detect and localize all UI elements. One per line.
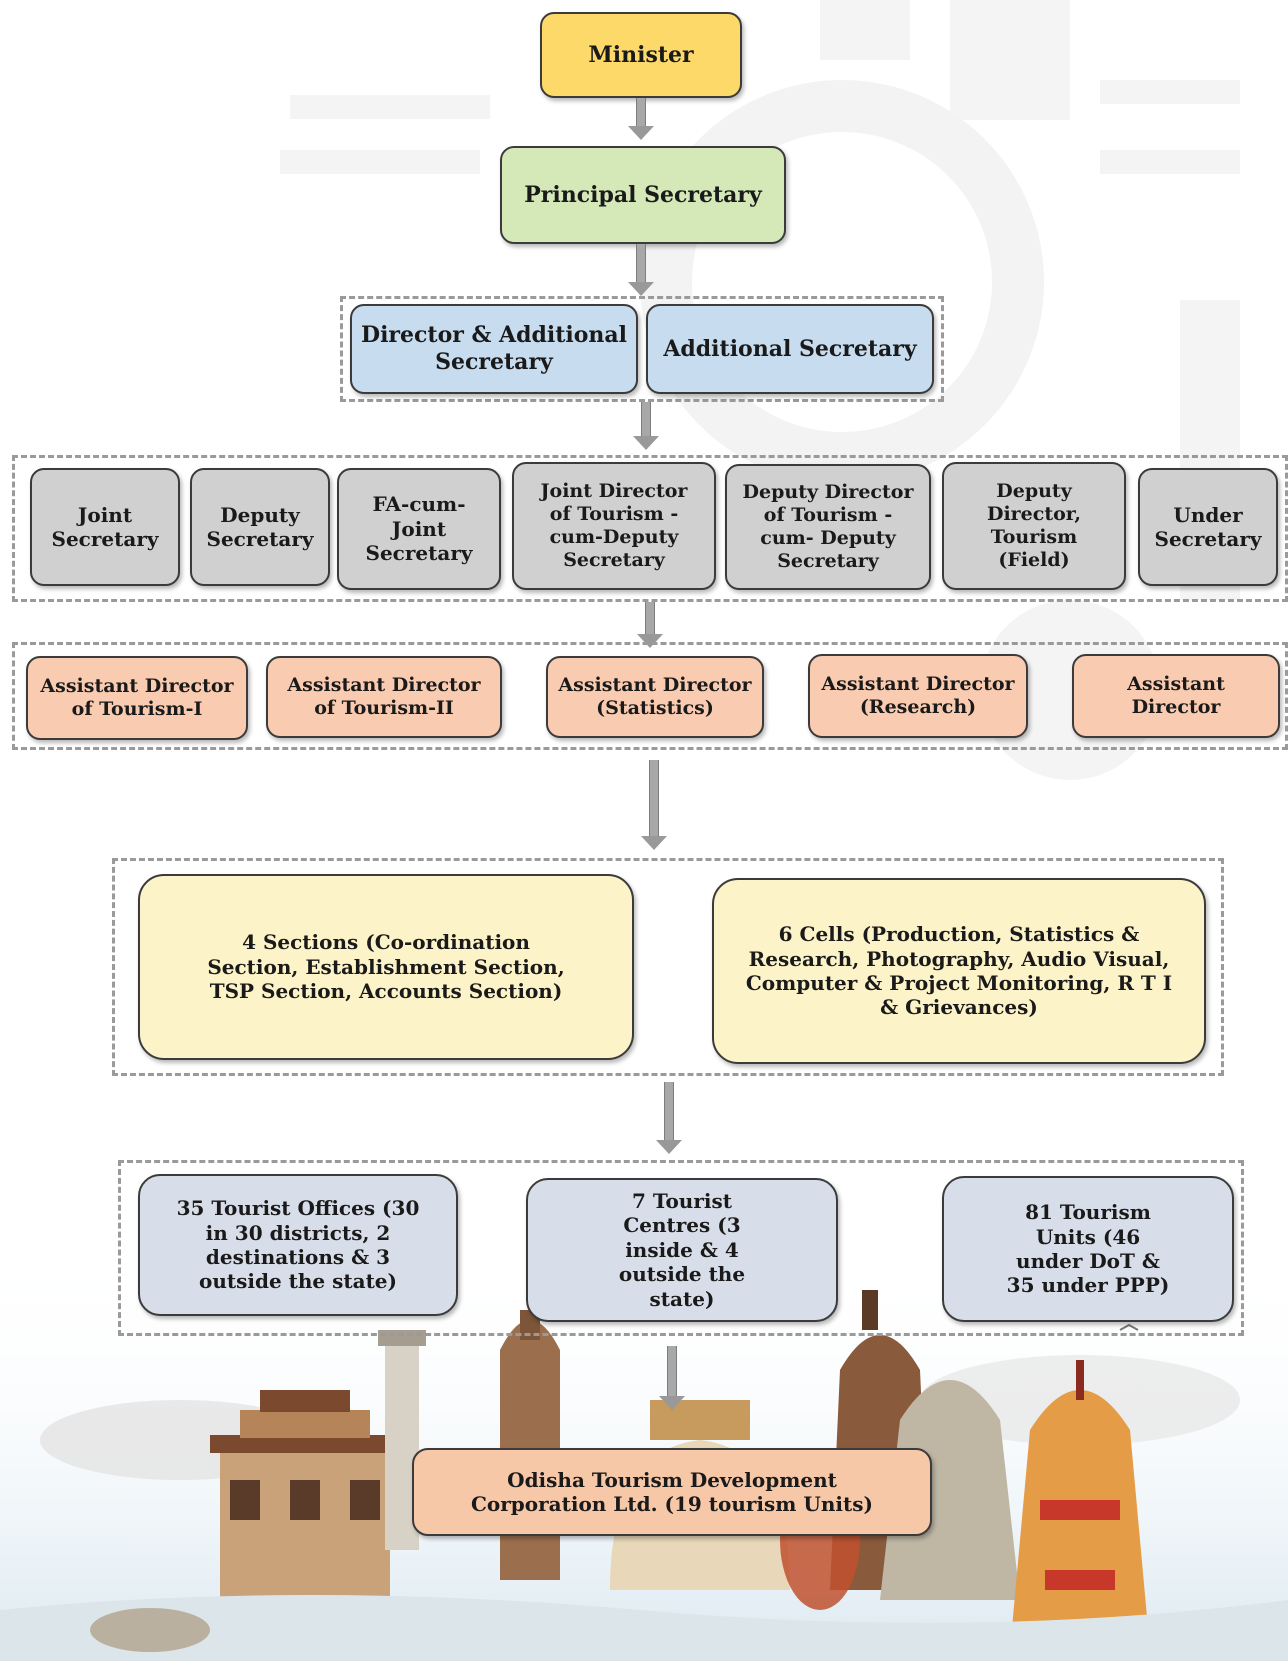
additional-secretary-box: Additional Secretary — [646, 304, 934, 394]
fa-cum-joint-secretary-box: FA-cum-Joint Secretary — [337, 468, 501, 590]
deputy-director-deputy-secretary-box: Deputy Director of Tourism -cum- Deputy … — [725, 464, 931, 590]
deputy-secretary-box: Deputy Secretary — [190, 468, 330, 586]
connector-arrow — [628, 98, 654, 140]
assistant-directors-group — [12, 642, 1288, 750]
assistant-director-label: Assistant Director — [1127, 672, 1225, 718]
otdc-label: Odisha Tourism Development Corporation L… — [471, 1467, 873, 1516]
assistant-director-label: Assistant Director (Research) — [821, 672, 1015, 718]
directors-group — [340, 296, 944, 402]
assistant-director-tourism-1-box: Assistant Director of Tourism-I — [26, 656, 248, 740]
director-label: Director & Additional Secretary — [360, 322, 628, 375]
principal-secretary-label: Principal Secretary — [524, 181, 762, 208]
field-label: 81 Tourism Units (46 under DoT & 35 unde… — [1006, 1200, 1170, 1298]
joint-secretary-box: Joint Secretary — [30, 468, 180, 586]
sections-box: 4 Sections (Co-ordination Section, Estab… — [138, 874, 634, 1060]
tourist-offices-box: 35 Tourist Offices (30 in 30 districts, … — [138, 1174, 458, 1316]
sections-label: 4 Sections (Co-ordination Section, Estab… — [207, 930, 565, 1004]
deputy-director-field-box: Deputy Director, Tourism (Field) — [942, 462, 1126, 590]
connector-arrow — [633, 402, 659, 450]
field-offices-group — [118, 1160, 1244, 1336]
director-additional-secretary-box: Director & Additional Secretary — [350, 304, 638, 394]
director-label: Additional Secretary — [663, 335, 917, 362]
secretaries-group — [12, 455, 1288, 602]
secretary-label: Under Secretary — [1154, 502, 1262, 551]
assistant-director-tourism-2-box: Assistant Director of Tourism-II — [266, 656, 502, 738]
assistant-director-statistics-box: Assistant Director (Statistics) — [546, 656, 764, 738]
secretary-label: Deputy Director of Tourism -cum- Deputy … — [742, 480, 914, 573]
assistant-director-research-box: Assistant Director (Research) — [808, 654, 1028, 738]
connector-arrow — [659, 1346, 685, 1410]
tourism-units-box: 81 Tourism Units (46 under DoT & 35 unde… — [942, 1176, 1234, 1322]
secretary-label: Deputy Director, Tourism (Field) — [986, 479, 1082, 572]
joint-director-deputy-secretary-box: Joint Director of Tourism -cum-Deputy Se… — [512, 462, 716, 590]
sections-cells-group — [112, 858, 1224, 1076]
secretary-label: Joint Secretary — [51, 502, 159, 551]
secretary-label: FA-cum-Joint Secretary — [365, 492, 473, 566]
tourist-centres-box: 7 Tourist Centres (3 inside & 4 outside … — [526, 1178, 838, 1322]
secretary-label: Joint Director of Tourism -cum-Deputy Se… — [540, 479, 688, 572]
secretary-label: Deputy Secretary — [206, 502, 314, 551]
minister-box: Minister — [540, 12, 742, 98]
connector-arrow — [628, 244, 654, 296]
under-secretary-box: Under Secretary — [1138, 468, 1278, 586]
minister-label: Minister — [588, 41, 694, 68]
cells-label: 6 Cells (Production, Statistics & Resear… — [745, 922, 1173, 1020]
connector-arrow — [656, 1082, 682, 1154]
cells-box: 6 Cells (Production, Statistics & Resear… — [712, 878, 1206, 1064]
principal-secretary-box: Principal Secretary — [500, 146, 786, 244]
connector-arrow — [641, 760, 667, 850]
assistant-director-box: Assistant Director — [1072, 654, 1280, 738]
assistant-director-label: Assistant Director of Tourism-II — [287, 673, 481, 719]
field-label: 35 Tourist Offices (30 in 30 districts, … — [176, 1196, 420, 1294]
assistant-director-label: Assistant Director (Statistics) — [558, 673, 752, 719]
assistant-director-label: Assistant Director of Tourism-I — [40, 674, 234, 720]
field-label: 7 Tourist Centres (3 inside & 4 outside … — [618, 1189, 746, 1311]
otdc-box: Odisha Tourism Development Corporation L… — [412, 1448, 932, 1536]
